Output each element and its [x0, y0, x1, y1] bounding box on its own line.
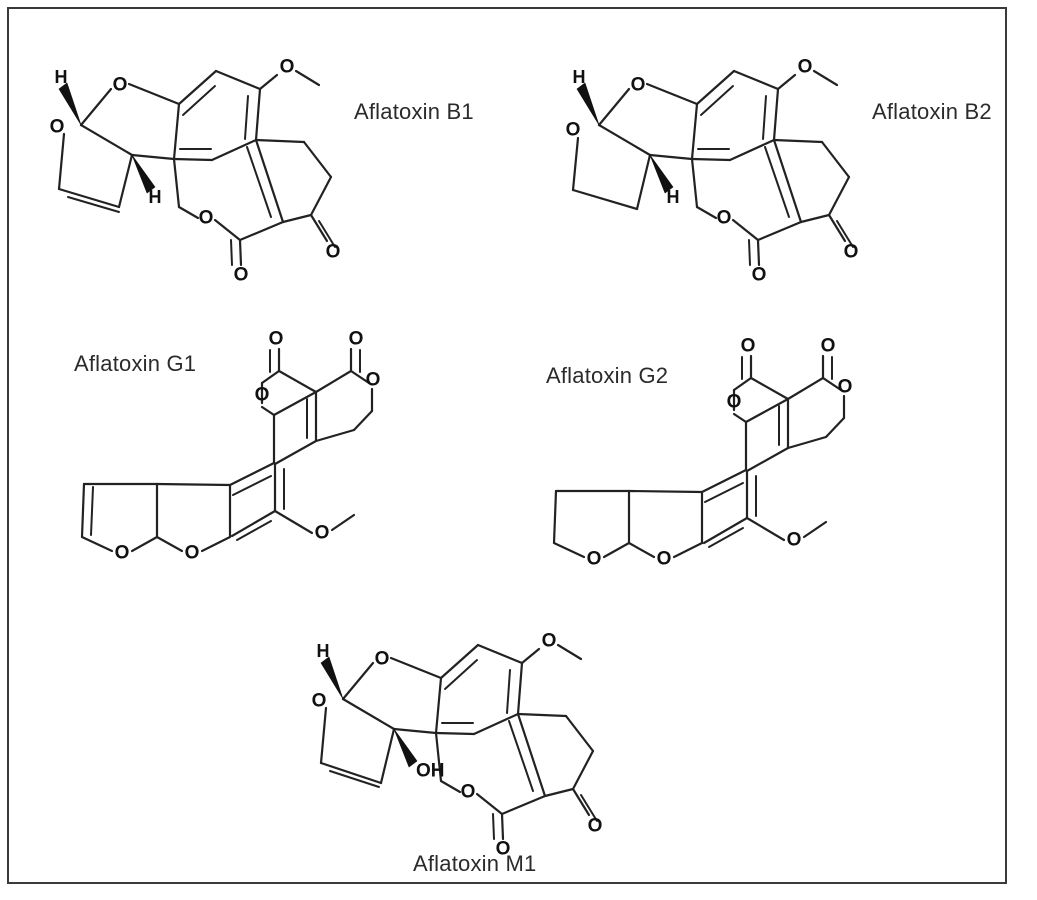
- atom-o-furan-top-m1: O: [375, 649, 390, 670]
- atom-h-stereo-bottom-b2: H: [667, 187, 680, 207]
- structure-diagram-b2: O O O O O O H H: [566, 57, 859, 286]
- atom-o-lactone-left-g2: O: [727, 392, 742, 413]
- molecule-label-b1: Aflatoxin B1: [354, 99, 474, 124]
- atom-o-furan-left-g2: O: [587, 549, 602, 570]
- atom-o-carbonyl-left-g1: O: [269, 329, 284, 350]
- atom-o-carbonyl-lactone-m1: O: [496, 839, 511, 860]
- structure-diagram-g1: O O O O O O O: [80, 329, 381, 564]
- atom-o-methoxy-b2: O: [798, 57, 813, 78]
- atom-o-carbonyl-lactone-b1: O: [234, 265, 249, 286]
- atom-o-furan-center-g1: O: [185, 543, 200, 564]
- atom-o-methoxy-g1: O: [315, 523, 330, 544]
- molecule-panel-b1: O O O O O O H H Aflatoxin B1: [19, 27, 474, 286]
- atom-o-lactone-left-g1: O: [255, 385, 270, 406]
- atom-o-furan-left-b1: O: [50, 117, 65, 138]
- figure-border-frame: O O O O O O H H Aflatoxin B1: [7, 7, 1007, 884]
- molecule-panel-g1: Aflatoxin G1: [64, 329, 454, 579]
- atom-o-furan-top-b1: O: [113, 75, 128, 96]
- molecule-label-b2: Aflatoxin B2: [872, 99, 992, 124]
- atom-o-methoxy-b1: O: [280, 57, 295, 78]
- molecule-label-g2: Aflatoxin G2: [546, 363, 669, 388]
- molecule-panel-g2: Aflatoxin G2: [536, 336, 926, 586]
- atom-o-methoxy-g2: O: [787, 530, 802, 551]
- atom-o-carbonyl-left-g2: O: [741, 336, 756, 357]
- atom-h-stereo-top-m1: H: [317, 641, 330, 661]
- atom-o-lactone-b1: O: [199, 208, 214, 229]
- atom-o-furan-left-m1: O: [312, 691, 327, 712]
- atom-o-carbonyl-lactone-b2: O: [752, 265, 767, 286]
- molecule-panel-b2: O O O O O O H H Aflatoxin B2: [537, 27, 992, 286]
- atom-o-ketone-m1: O: [588, 816, 603, 837]
- atom-o-furan-left-g1: O: [115, 543, 130, 564]
- molecule-label-m1: Aflatoxin M1: [413, 851, 537, 876]
- atom-o-ketone-b1: O: [326, 242, 341, 263]
- atom-o-furan-top-b2: O: [631, 75, 646, 96]
- molecule-panel-m1: O O O O O O H OH Aflatoxin M1: [291, 601, 631, 877]
- atom-h-stereo-bottom-b1: H: [149, 187, 162, 207]
- molecule-label-g1: Aflatoxin G1: [74, 351, 197, 376]
- atom-o-lactone-right-g2: O: [838, 377, 853, 398]
- atom-o-lactone-right-g1: O: [366, 370, 381, 391]
- atom-o-lactone-b2: O: [717, 208, 732, 229]
- atom-o-lactone-m1: O: [461, 782, 476, 803]
- structure-diagram-g2: O O O O O O O: [552, 336, 853, 570]
- atom-o-methoxy-m1: O: [542, 631, 557, 652]
- atom-o-carbonyl-right-g1: O: [349, 329, 364, 350]
- atom-o-carbonyl-right-g2: O: [821, 336, 836, 357]
- structure-diagram-b1: O O O O O O H H: [50, 57, 341, 286]
- atom-oh-stereo-m1: OH: [416, 761, 445, 782]
- atom-h-stereo-top-b2: H: [573, 67, 586, 87]
- atom-h-stereo-top-b1: H: [55, 67, 68, 87]
- atom-o-furan-left-b2: O: [566, 120, 581, 141]
- structure-diagram-m1: O O O O O O H OH: [312, 631, 603, 860]
- atom-o-furan-center-g2: O: [657, 549, 672, 570]
- atom-o-ketone-b2: O: [844, 242, 859, 263]
